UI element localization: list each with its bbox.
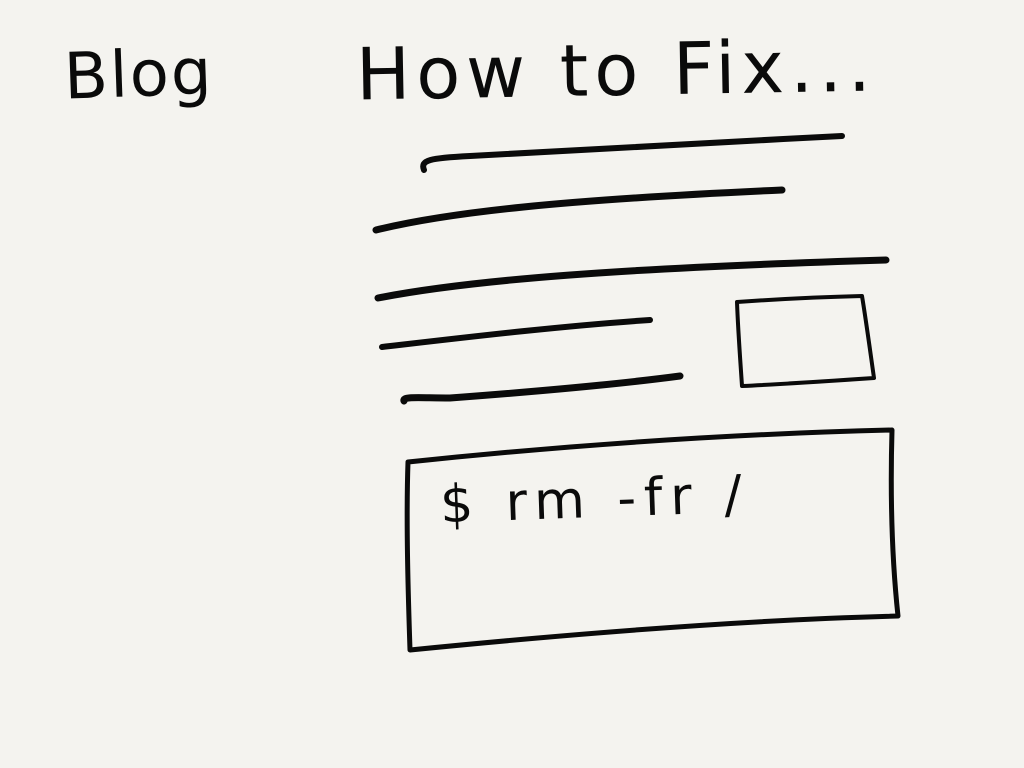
body-line-4 bbox=[379, 317, 653, 350]
body-line-1 bbox=[420, 133, 845, 173]
blog-label[interactable]: Blog bbox=[62, 35, 215, 115]
code-block-frame bbox=[404, 427, 901, 653]
terminal-command: $ rm -fr / bbox=[439, 464, 751, 536]
body-line-3 bbox=[374, 256, 890, 302]
post-title: How to Fix... bbox=[355, 23, 878, 117]
image-placeholder-icon bbox=[735, 294, 876, 388]
body-line-5 bbox=[400, 372, 684, 405]
post-body-lines bbox=[372, 133, 890, 405]
body-line-2 bbox=[372, 186, 786, 234]
